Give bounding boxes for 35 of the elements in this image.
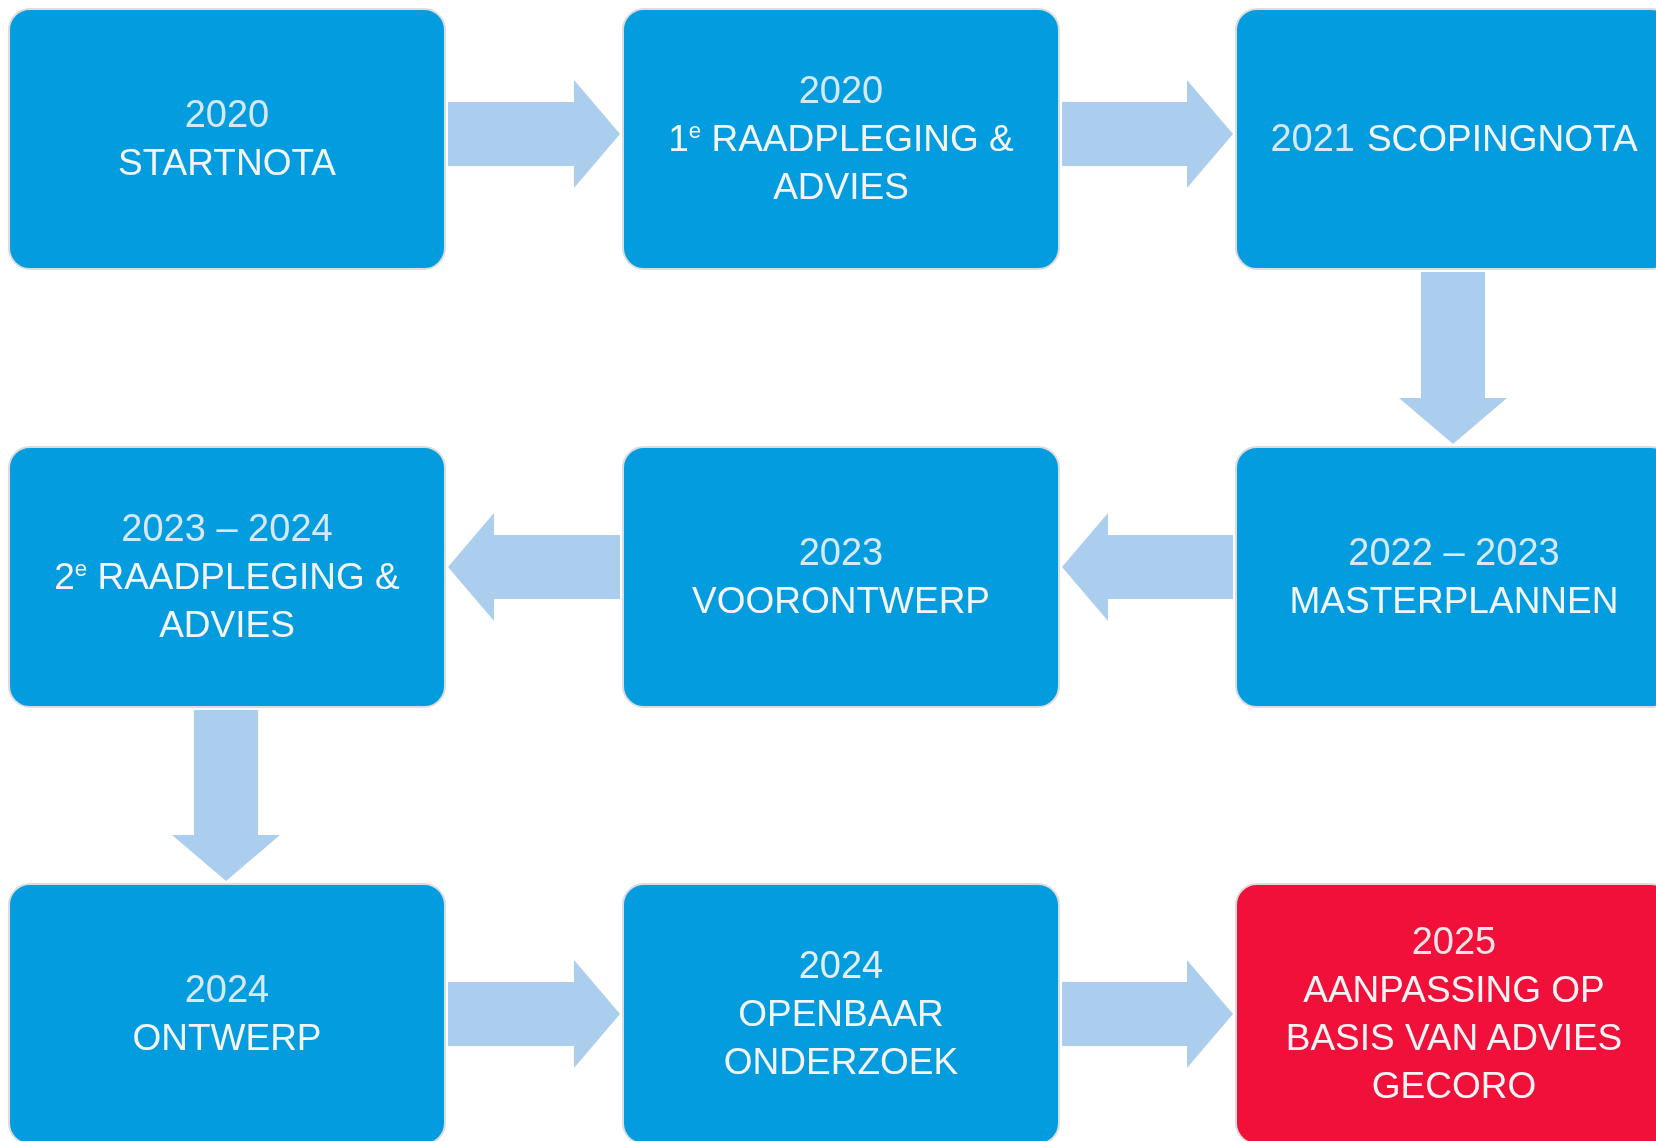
block-arrow [448,960,620,1068]
step-title: VOORONTWERP [691,578,991,623]
step-title: 1$^{e}$ RAADPLEGING & ADVIES [667,116,1015,209]
step-title: ONTWERP [132,1015,322,1060]
year-label: 2020 [798,68,884,114]
year-label: 2024 [184,967,270,1013]
block-arrow [172,710,280,881]
process-box [1235,883,1656,1141]
year-label: 2022 – 2023 [1348,530,1560,576]
year-label: 2024 [798,943,884,989]
block-arrow [448,513,620,621]
block-arrow [1062,80,1233,188]
block-arrow [1062,960,1233,1068]
year-label: 2020 [184,92,270,138]
process-box [8,8,446,270]
step-title: MASTERPLANNEN [1289,578,1619,623]
process-box [622,883,1060,1141]
year-label: 2025 [1411,919,1497,965]
block-arrow [448,80,620,188]
process-box [1235,8,1656,270]
step-title: AANPASSING OP BASIS VAN ADVIES GECORO [1284,967,1624,1108]
process-box [622,8,1060,270]
process-box [1235,446,1656,708]
block-arrow [1399,272,1507,444]
year-label: 2021 [1270,116,1355,162]
block-arrow [1062,513,1233,621]
step-title: SCOPINGNOTA [1366,116,1638,161]
step-title: 2$^{e}$ RAADPLEGING & ADVIES [53,554,401,647]
process-box [8,446,446,708]
year-label: 2023 [798,530,884,576]
process-box [8,883,446,1141]
step-title: STARTNOTA [118,140,336,185]
year-label: 2023 – 2024 [121,506,333,552]
process-box [622,446,1060,708]
step-title: OPENBAAR ONDERZOEK [722,991,960,1084]
